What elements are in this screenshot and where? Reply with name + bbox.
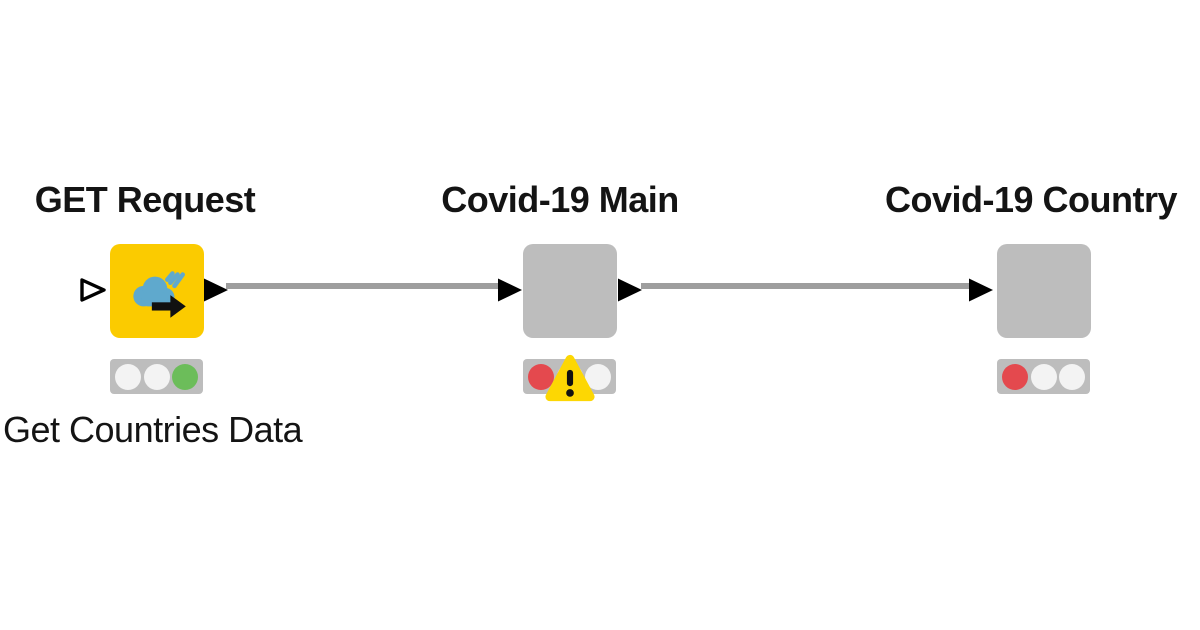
status-light (585, 363, 611, 390)
output-port-covid-19-main[interactable] (616, 276, 644, 304)
status-light (1059, 363, 1085, 390)
status-traffic-light-get-request (110, 359, 203, 394)
node-annotation-get-request: Get Countries Data (3, 409, 303, 450)
connection-wire-get-request-to-main[interactable] (226, 283, 502, 289)
status-light (172, 363, 198, 390)
status-light (143, 363, 170, 390)
status-traffic-light-covid-19-country (997, 359, 1090, 394)
status-light (1030, 363, 1057, 390)
input-port-get-request[interactable] (79, 276, 107, 304)
node-covid-19-country[interactable] (997, 244, 1091, 338)
status-light (115, 363, 141, 390)
status-light (1002, 363, 1028, 390)
input-port-covid-19-main[interactable] (496, 276, 524, 304)
warning-icon (545, 354, 595, 402)
node-title-covid-19-country: Covid-19 Country (885, 179, 1178, 220)
status-light (528, 363, 554, 390)
node-covid-19-main[interactable] (523, 244, 617, 338)
connection-wire-main-to-country[interactable] (641, 283, 971, 289)
node-title-get-request: GET Request (34, 179, 256, 220)
node-get-request[interactable] (110, 244, 204, 338)
input-port-covid-19-country[interactable] (967, 276, 995, 304)
node-title-covid-19-main: Covid-19 Main (441, 179, 679, 220)
output-port-get-request[interactable] (202, 276, 230, 304)
cloud-upload-arrow-icon (133, 271, 186, 318)
